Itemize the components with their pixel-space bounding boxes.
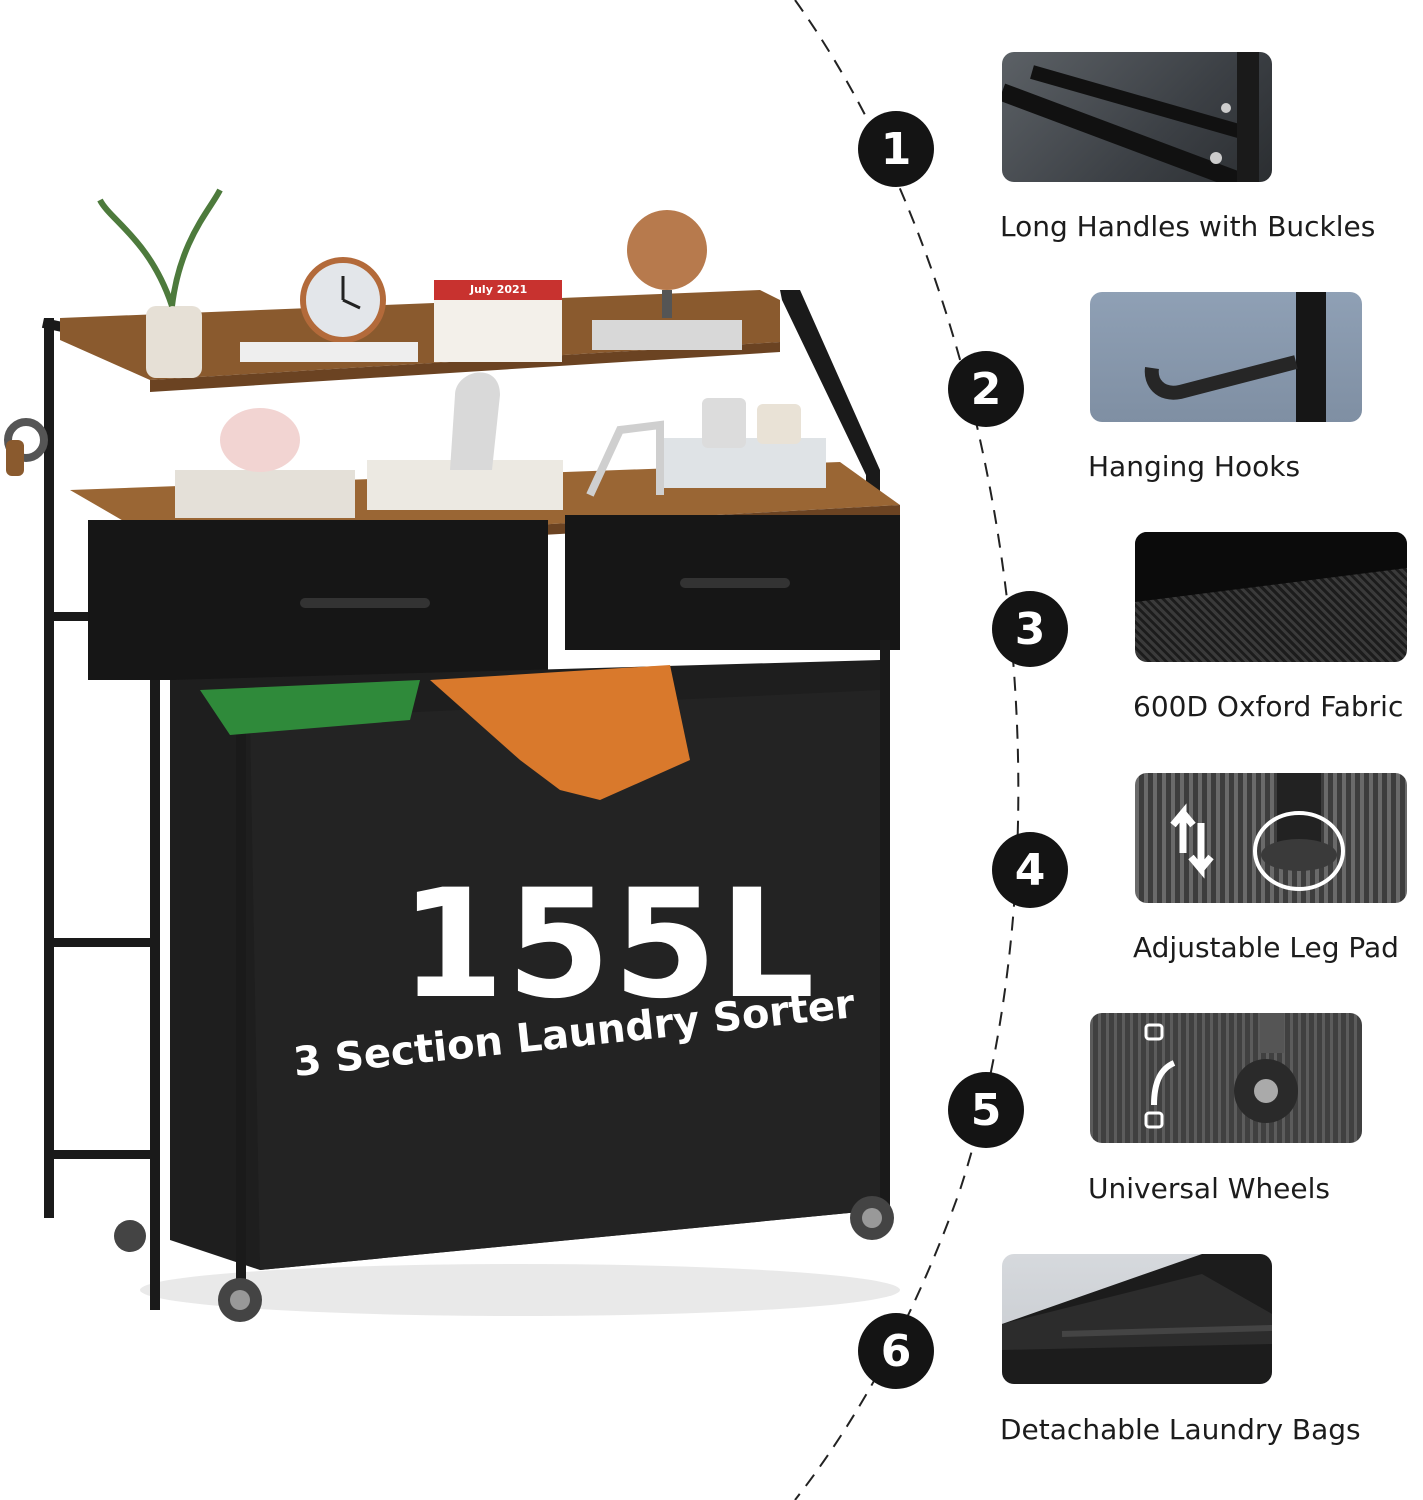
fabric-texture-icon [1135, 532, 1407, 662]
feature-badge-5: 5 [948, 1072, 1024, 1148]
feature-badge-6: 6 [858, 1313, 934, 1389]
capacity-text: 155L [400, 858, 817, 1032]
calendar-label: July 2021 [470, 283, 528, 296]
feature-label-1: Long Handles with Buckles [1000, 210, 1376, 243]
leg-pad-icon [1135, 773, 1407, 903]
feature-label-5: Universal Wheels [1088, 1172, 1331, 1205]
feature-label-2: Hanging Hooks [1088, 450, 1301, 483]
feature-badge-2: 2 [948, 351, 1024, 427]
feature-label-3: 600D Oxford Fabric [1133, 690, 1404, 723]
handle-buckle-icon [1002, 52, 1272, 182]
wheel-icon [1090, 1013, 1362, 1143]
hook-icon [1090, 292, 1362, 422]
feature-badge-3: 3 [992, 591, 1068, 667]
laundry-bag-icon [1002, 1254, 1272, 1384]
laundry-sorter-illustration [4, 188, 900, 1322]
feature-badge-1: 1 [858, 111, 934, 187]
feature-label-4: Adjustable Leg Pad [1133, 931, 1399, 964]
feature-label-6: Detachable Laundry Bags [1000, 1413, 1361, 1446]
feature-badge-4: 4 [992, 832, 1068, 908]
